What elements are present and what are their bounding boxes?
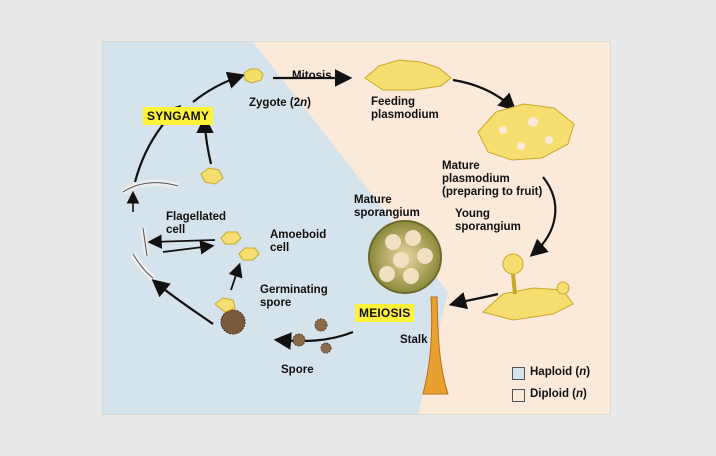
arrow-germinating-amoeboid xyxy=(228,262,243,291)
label-feeding-plasmodium-line2: plasmodium xyxy=(371,109,439,121)
flagellated-shape-2 xyxy=(130,252,155,281)
label-young-sporangium-line2: sporangium xyxy=(455,221,521,233)
label-stalk: Stalk xyxy=(400,334,428,346)
legend-diploid-swatch xyxy=(512,389,525,402)
label-amoeboid-cell-line2: cell xyxy=(270,242,290,254)
label-spore: Spore xyxy=(281,364,314,376)
label-mitosis: Mitosis xyxy=(292,70,332,82)
label-amoeboid-cell-line1: Amoeboid xyxy=(270,229,327,241)
label-mature-plasmodium-line3: (preparing to fruit) xyxy=(442,186,543,198)
amoeboid-shape-2 xyxy=(238,247,260,261)
legend-haploid-swatch xyxy=(512,367,525,380)
tag-meiosis: MEIOSIS xyxy=(355,304,415,322)
germinating-spore-shape xyxy=(220,309,246,335)
arrow-mature-to-young xyxy=(529,176,557,257)
label-feeding-plasmodium-line1: Feeding xyxy=(371,96,416,108)
spore-shape-1 xyxy=(314,318,328,332)
arrow-spore-to-left xyxy=(151,279,214,325)
label-germinating-spore-line1: Germinating xyxy=(260,284,328,296)
label-germinating-spore-line2: spore xyxy=(260,297,292,309)
amoeboid-shape-1 xyxy=(220,231,242,245)
young-sporangium-shape xyxy=(481,287,574,321)
stalk-shape xyxy=(422,296,449,395)
arrow-feeding-to-mature xyxy=(452,78,517,112)
diagram-panel: Mitosis Zygote (2n) Feeding plasmodium M… xyxy=(103,42,610,414)
legend-haploid-label: Haploid (n) xyxy=(530,366,591,378)
label-young-sporangium-line1: Young xyxy=(455,208,490,220)
legend-diploid-label: Diploid (n) xyxy=(530,388,587,400)
life-cycle-artwork xyxy=(121,59,575,395)
mature-plasmodium-shape xyxy=(477,103,575,161)
arrow-amoeboid-flagellated xyxy=(147,234,216,249)
label-zygote: Zygote (2n) xyxy=(249,97,311,109)
arrow-to-meiosis xyxy=(448,292,499,310)
zygote-shape xyxy=(243,68,264,84)
label-mature-plasmodium-line2: plasmodium xyxy=(442,173,510,185)
label-mature-plasmodium-line1: Mature xyxy=(442,160,480,172)
label-mature-sporangium-line1: Mature xyxy=(354,194,392,206)
amoeboid-shape-3 xyxy=(200,167,224,185)
spore-shape-2 xyxy=(292,333,306,347)
feeding-plasmodium-shape xyxy=(364,59,452,91)
spore-shape-3 xyxy=(320,342,332,354)
label-flagellated-cell-line1: Flagellated xyxy=(166,211,227,223)
arrow-meiosis-to-spore xyxy=(273,330,354,350)
tag-syngamy: SYNGAMY xyxy=(143,107,214,125)
label-mature-sporangium-line2: sporangium xyxy=(354,207,420,219)
arrow-syngamy-up xyxy=(192,71,246,103)
arrow-flagellated-amoeboid xyxy=(162,240,215,255)
arrow-amoeba-up xyxy=(196,115,214,165)
label-flagellated-cell-line2: cell xyxy=(166,224,186,236)
